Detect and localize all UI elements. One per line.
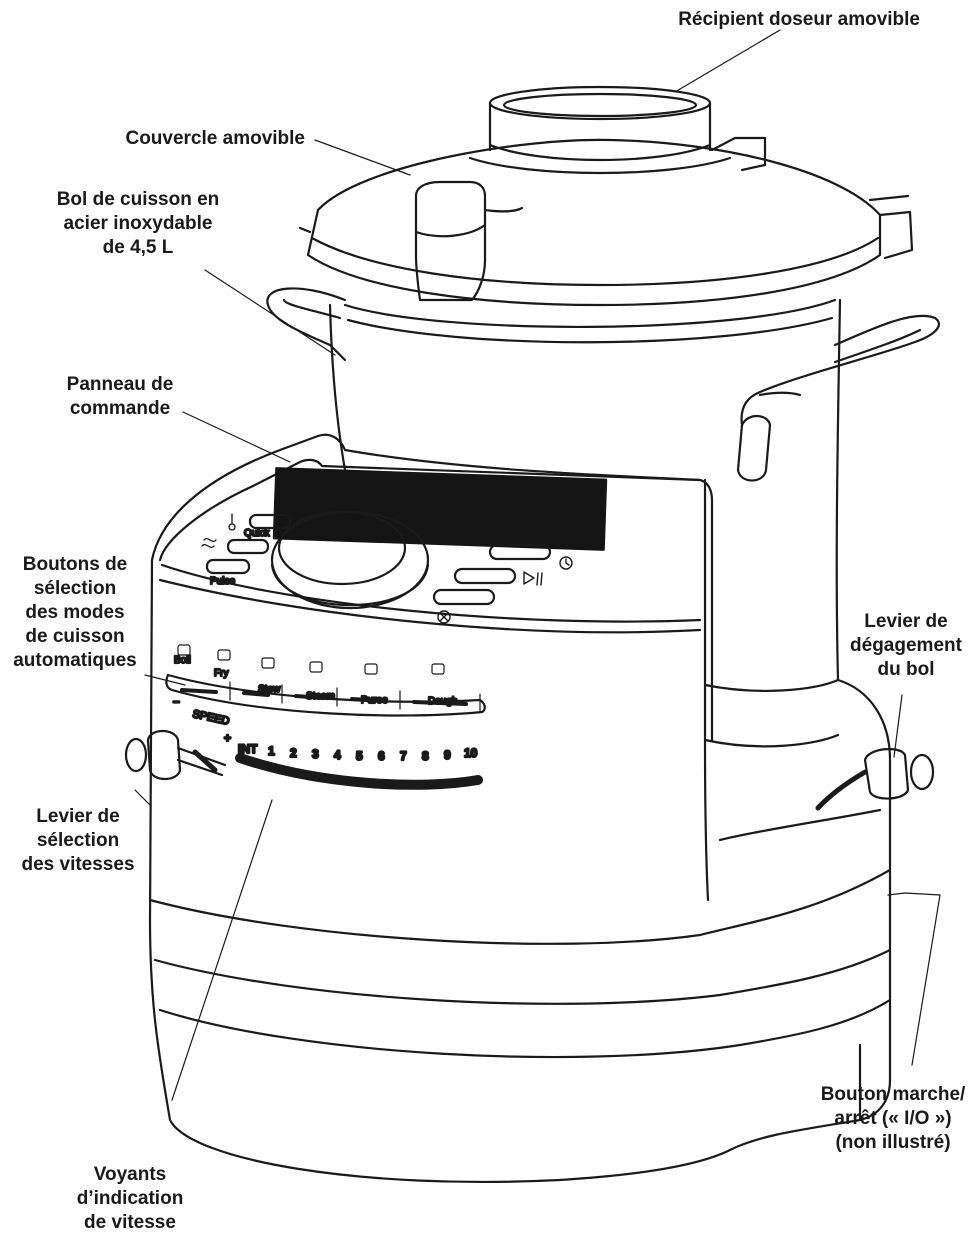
start-pause-button[interactable] xyxy=(453,567,517,585)
callout-power-button: Bouton marche/ arrêt (« I/O ») (non illu… xyxy=(808,1083,978,1155)
clock-icon xyxy=(559,556,573,570)
measuring-cup xyxy=(468,85,732,175)
callout-control-panel: Panneau de commande xyxy=(30,373,210,421)
callout-speed-lever-line-2: sélection xyxy=(36,830,120,851)
speed-plus-label: + xyxy=(224,731,231,745)
speed-label-7: 7 xyxy=(400,749,407,763)
callout-bowl-line-2: acier inoxydable xyxy=(63,213,213,234)
speed-label-5: 5 xyxy=(356,749,363,763)
speed-label-3: 3 xyxy=(312,747,319,761)
callout-bowl-release-line-2: dégagement xyxy=(850,635,962,656)
mode-icons xyxy=(177,644,445,675)
callout-power-button-line-3: (non illustré) xyxy=(835,1132,951,1153)
quick-button[interactable] xyxy=(226,538,270,555)
callout-speed-lever: Levier de sélection des vitesses xyxy=(8,805,148,877)
callout-power-button-line-1: Bouton marche/ xyxy=(820,1084,966,1105)
callout-mode-buttons: Boutons de sélection des modes de cuisso… xyxy=(0,553,150,673)
mode-steam-icon xyxy=(309,661,323,673)
callout-control-panel-line-1: Panneau de xyxy=(66,374,174,395)
callout-bowl-line-1: Bol de cuisson en xyxy=(56,189,220,210)
mode-label-fry: Fry xyxy=(214,668,228,679)
speed-label-6: 6 xyxy=(378,749,385,763)
mode-stew-icon xyxy=(261,657,275,669)
cancel-icon xyxy=(437,610,451,624)
speed-label-4: 4 xyxy=(334,748,341,762)
mode-button-indicator[interactable] xyxy=(294,694,325,700)
callout-mode-buttons-line-4: de cuisson xyxy=(25,626,125,647)
control-dial[interactable] xyxy=(270,510,430,610)
bowl-handle-right xyxy=(736,314,940,482)
mode-label-steam: Steam xyxy=(306,691,335,702)
callout-mode-buttons-line-5: automatiques xyxy=(13,650,137,671)
callout-mode-buttons-line-3: des modes xyxy=(25,602,125,623)
control-panel xyxy=(158,458,702,623)
thermometer-icon xyxy=(228,513,236,531)
mode-label-stew: Stew xyxy=(258,684,281,695)
mode-puree-icon xyxy=(364,663,378,675)
display-screen xyxy=(272,467,608,551)
mode-fry-icon xyxy=(217,649,231,661)
temperature-button[interactable] xyxy=(248,513,292,530)
mode-boil-icon xyxy=(177,644,191,656)
play-pause-icon xyxy=(523,571,543,586)
mode-button-indicator[interactable] xyxy=(350,697,388,703)
callout-speed-lights: Voyants d’indication de vitesse xyxy=(60,1163,200,1235)
callout-speed-lever-line-1: Levier de xyxy=(36,806,120,827)
callout-bowl-release-line-1: Levier de xyxy=(864,611,948,632)
bowl-handle-left xyxy=(266,287,347,362)
callout-mode-buttons-line-2: sélection xyxy=(33,578,117,599)
cooking-bowl xyxy=(328,298,842,748)
callout-mode-buttons-line-1: Boutons de xyxy=(22,554,128,575)
cancel-button[interactable] xyxy=(432,588,496,606)
speed-label-1: 1 xyxy=(268,744,275,758)
callout-bowl: Bol de cuisson en acier inoxydable de 4,… xyxy=(38,188,238,260)
mode-label-boil: Boil xyxy=(174,655,191,666)
callout-lid-line: Couvercle amovible xyxy=(125,128,305,149)
speed-label: SPEED xyxy=(191,708,230,728)
callout-measuring-cup-line: Récipient doseur amovible xyxy=(678,9,920,30)
speed-indicator-bar xyxy=(235,753,483,790)
speed-labels: INT 1 2 3 4 5 6 7 8 9 10 xyxy=(237,741,479,764)
bowl-release-lever[interactable] xyxy=(815,747,935,811)
speed-label-8: 8 xyxy=(422,749,429,763)
mode-label-dough: Dough xyxy=(428,696,457,707)
callout-speed-lights-line-3: de vitesse xyxy=(84,1212,176,1233)
callout-speed-lights-line-1: Voyants xyxy=(93,1164,167,1185)
speed-label-9: 9 xyxy=(444,748,451,762)
speed-minus-label: – xyxy=(173,694,180,708)
pulse-button[interactable] xyxy=(205,558,251,575)
speed-lever[interactable] xyxy=(124,729,227,781)
callout-power-button-line-2: arrêt (« I/O ») xyxy=(834,1108,952,1129)
timer-button[interactable] xyxy=(488,543,552,561)
callout-bowl-release-line-3: du bol xyxy=(877,659,935,680)
callout-measuring-cup: Récipient doseur amovible xyxy=(560,8,920,32)
speed-label-2: 2 xyxy=(290,746,297,760)
speed-label-10: 10 xyxy=(464,746,478,760)
callout-bowl-release: Levier de dégagement du bol xyxy=(840,610,972,682)
pulse-label: Pulse xyxy=(210,576,235,587)
mode-button-indicator[interactable] xyxy=(412,700,468,706)
mode-segments xyxy=(180,681,481,713)
callout-speed-lights-line-2: d’indication xyxy=(76,1188,184,1209)
mode-button-indicator[interactable] xyxy=(242,691,270,697)
callout-control-panel-line-2: commande xyxy=(69,398,171,419)
wave-icon xyxy=(201,537,217,549)
lid-latch xyxy=(414,180,524,302)
callout-bowl-line-3: de 4,5 L xyxy=(102,237,174,258)
mode-dough-icon xyxy=(431,663,445,675)
quick-label: Quick xyxy=(244,528,271,539)
callout-speed-lever-line-3: des vitesses xyxy=(21,854,135,875)
leader-lines xyxy=(134,29,941,1101)
mode-button-indicator[interactable] xyxy=(180,688,218,694)
mode-label-puree: Puree xyxy=(361,695,388,706)
callout-lid: Couvercle amovible xyxy=(40,127,305,151)
speed-label-int: INT xyxy=(238,742,258,756)
lid-outline xyxy=(298,136,914,307)
